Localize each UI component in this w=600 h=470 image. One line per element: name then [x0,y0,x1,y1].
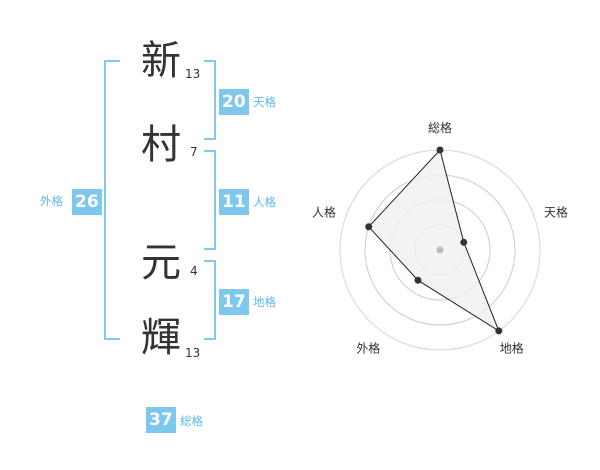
radar-point-5 [365,223,373,231]
name-char-3-strokes: 4 [190,264,198,278]
radar-center-dot [436,246,444,254]
name-char-1: 新 [141,38,181,84]
radar-axis-label-4: 外格 [356,341,380,356]
gaikaku-label: 外格 [40,194,63,208]
name-char-2: 村 [141,122,181,168]
radar-area [368,148,500,333]
name-char-2-strokes: 7 [190,145,198,159]
radar-axis-label-5: 人格 [312,204,336,219]
tenkaku-badge: 20 [219,89,249,115]
radar-series-polygon [368,148,500,333]
radar-axis-label-1: 総格 [428,120,452,135]
name-char-3: 元 [141,240,181,286]
radar-point-3 [495,327,503,335]
tenkaku-bracket [204,60,216,140]
chikaku-label: 地格 [253,295,276,309]
name-char-4: 輝 [141,315,181,361]
tenkaku-label: 天格 [253,95,276,109]
radar-point-4 [414,276,422,284]
gaikaku-bracket [104,60,120,340]
radar-axis-label-2: 天格 [544,204,568,219]
radar-point-2 [460,238,468,246]
radar-point-1 [436,146,444,154]
jinkaku-label: 人格 [253,195,276,209]
jinkaku-badge: 11 [219,189,249,215]
radar-axis-label-3: 地格 [500,341,524,356]
chikaku-badge: 17 [219,289,249,315]
gaikaku-badge: 26 [72,189,102,215]
name-char-4-strokes: 13 [185,346,201,360]
chikaku-bracket [204,260,216,340]
name-char-1-strokes: 13 [185,67,201,81]
soukaku-badge: 37 [146,407,176,433]
soukaku-label: 総格 [180,414,203,428]
jinkaku-bracket [204,150,216,250]
radar-points [365,146,503,335]
